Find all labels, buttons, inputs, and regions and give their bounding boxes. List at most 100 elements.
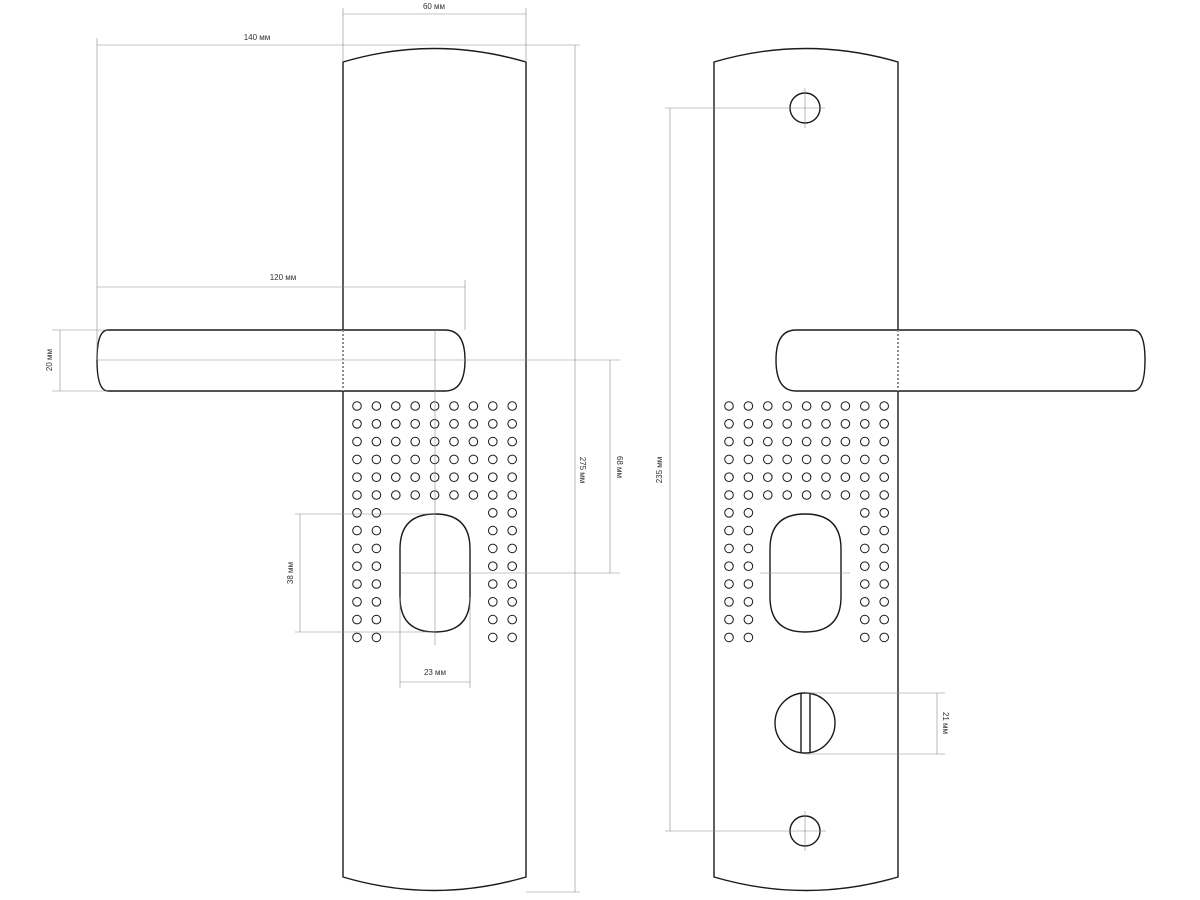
- decorative-dot: [879, 401, 890, 411]
- left-dot-pattern: [352, 401, 518, 643]
- decorative-dot: [507, 401, 518, 411]
- decorative-dot: [782, 454, 793, 465]
- decorative-dot: [879, 454, 890, 465]
- decorative-dot: [488, 614, 498, 625]
- decorative-dot: [352, 419, 362, 429]
- decorative-dot: [743, 436, 754, 447]
- decorative-dot: [371, 597, 382, 607]
- decorative-dot: [352, 579, 362, 589]
- decorative-dot: [821, 401, 831, 411]
- decorative-dot: [352, 561, 362, 572]
- decorative-dot: [488, 579, 498, 589]
- decorative-dot: [352, 436, 362, 447]
- right-lever-handle: [775, 329, 1146, 392]
- decorative-dot: [879, 436, 890, 447]
- decorative-dot: [724, 490, 734, 500]
- decorative-dot: [352, 454, 362, 465]
- decorative-dot: [801, 419, 812, 429]
- decorative-dot: [488, 490, 498, 500]
- decorative-dot: [488, 508, 498, 518]
- decorative-dot: [371, 579, 382, 589]
- decorative-dot: [801, 454, 812, 465]
- decorative-dot: [763, 490, 773, 500]
- decorative-dot: [860, 614, 870, 625]
- decorative-dot: [507, 490, 518, 500]
- decorative-dot: [860, 472, 870, 483]
- decorative-dot: [449, 490, 459, 500]
- decorative-dot: [429, 490, 440, 500]
- decorative-dot: [860, 543, 870, 554]
- decorative-dot: [429, 472, 440, 483]
- decorative-dot: [763, 454, 773, 465]
- decorative-dot: [724, 472, 734, 483]
- decorative-dot: [371, 454, 382, 465]
- decorative-dot: [724, 614, 734, 625]
- decorative-dot: [352, 543, 362, 554]
- decorative-dot: [860, 597, 870, 607]
- decorative-dot: [468, 419, 479, 429]
- decorative-dot: [391, 419, 401, 429]
- decorative-dot: [488, 472, 498, 483]
- decorative-dot: [429, 436, 440, 447]
- decorative-dot: [860, 561, 870, 572]
- decorative-dot: [743, 579, 754, 589]
- decorative-dot: [743, 401, 754, 411]
- decorative-dot: [821, 472, 831, 483]
- decorative-dot: [840, 401, 851, 411]
- decorative-dot: [410, 419, 421, 429]
- decorative-dot: [879, 632, 890, 643]
- decorative-dot: [352, 597, 362, 607]
- decorative-dot: [429, 454, 440, 465]
- privacy-thumbturn: [774, 692, 836, 754]
- decorative-dot: [763, 401, 773, 411]
- decorative-dot: [724, 454, 734, 465]
- decorative-dot: [840, 490, 851, 500]
- decorative-dot: [371, 614, 382, 625]
- decorative-dot: [763, 436, 773, 447]
- decorative-dot: [352, 632, 362, 643]
- decorative-dot: [371, 490, 382, 500]
- decorative-dot: [371, 508, 382, 518]
- decorative-dot: [743, 490, 754, 500]
- decorative-dot: [879, 525, 890, 536]
- decorative-dot: [391, 454, 401, 465]
- decorative-dot: [879, 472, 890, 483]
- decorative-dot: [743, 597, 754, 607]
- decorative-dot: [782, 419, 793, 429]
- dim-60-label: 60 мм: [423, 2, 445, 11]
- decorative-dot: [743, 508, 754, 518]
- decorative-dot: [468, 401, 479, 411]
- decorative-dot: [840, 436, 851, 447]
- decorative-dot: [449, 454, 459, 465]
- dim-120-label: 120 мм: [270, 273, 297, 282]
- decorative-dot: [507, 614, 518, 625]
- decorative-dot: [743, 561, 754, 572]
- decorative-dot: [410, 401, 421, 411]
- decorative-dot: [879, 561, 890, 572]
- decorative-dot: [371, 472, 382, 483]
- decorative-dot: [371, 632, 382, 643]
- dim-21-label: 21 мм: [941, 712, 950, 734]
- dim-23-label: 23 мм: [424, 668, 446, 677]
- right-dot-pattern: [724, 401, 890, 643]
- left-backplate-outline: [342, 47, 527, 892]
- decorative-dot: [840, 454, 851, 465]
- decorative-dot: [801, 401, 812, 411]
- decorative-dot: [743, 419, 754, 429]
- decorative-dot: [860, 508, 870, 518]
- decorative-dot: [724, 419, 734, 429]
- decorative-dot: [507, 525, 518, 536]
- decorative-dot: [743, 525, 754, 536]
- decorative-dot: [821, 436, 831, 447]
- decorative-dot: [821, 419, 831, 429]
- decorative-dot: [410, 490, 421, 500]
- decorative-dot: [724, 508, 734, 518]
- decorative-dot: [763, 419, 773, 429]
- dim-68-label: 68 мм: [615, 456, 624, 478]
- left-lever-handle: [96, 329, 466, 392]
- decorative-dot: [449, 419, 459, 429]
- dim-20-label: 20 мм: [45, 349, 54, 371]
- decorative-dot: [449, 436, 459, 447]
- decorative-dot: [488, 454, 498, 465]
- decorative-dot: [488, 436, 498, 447]
